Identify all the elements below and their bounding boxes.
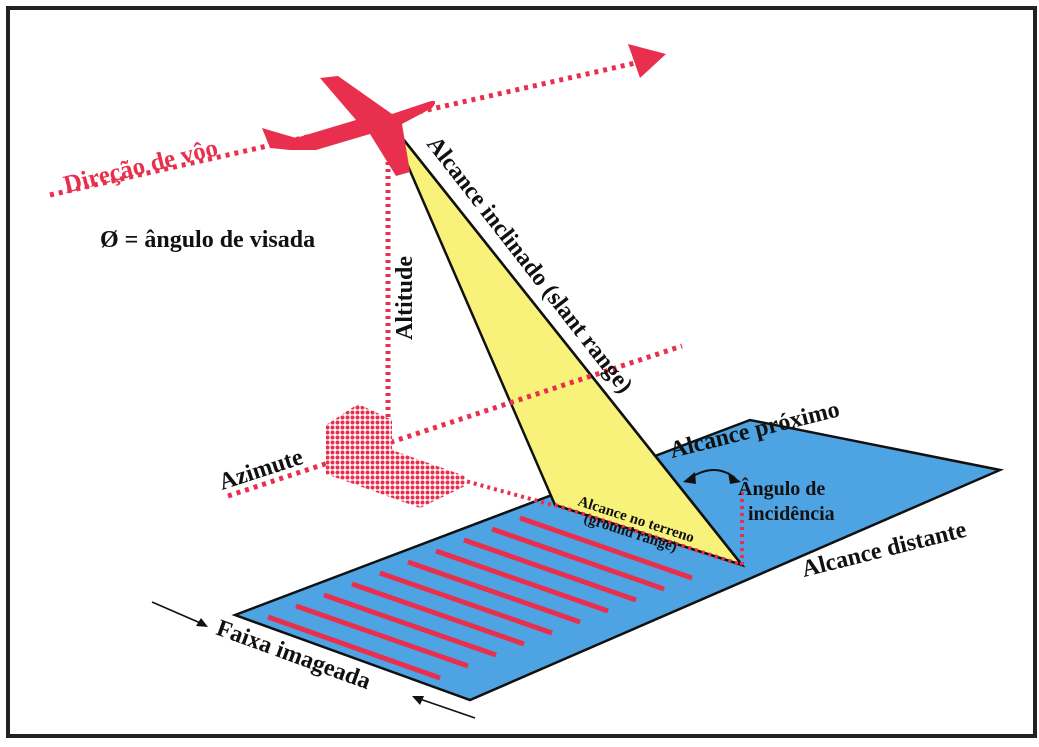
swath-arrowhead-right-icon xyxy=(196,618,208,627)
altitude-label: Altitude xyxy=(392,256,418,340)
right-angle-face xyxy=(358,404,392,450)
azimuth-line xyxy=(227,343,683,499)
ground-range-line xyxy=(554,503,743,567)
incidence-angle-label-line2: incidência xyxy=(748,503,835,525)
swath-width-arrows xyxy=(151,601,476,719)
range-lines xyxy=(267,515,693,681)
slant-range-line xyxy=(387,119,743,566)
arrowhead-left-icon xyxy=(683,472,696,484)
flight-direction-arrowhead xyxy=(628,44,666,78)
arrowhead-right-icon xyxy=(728,472,741,484)
incidence-angle-label-line1: Ângulo de xyxy=(738,476,825,500)
look-angle-label: Ø = ângulo de visada xyxy=(100,227,315,253)
nadir-to-near-range-line xyxy=(439,472,557,508)
airplane-icon xyxy=(262,76,436,176)
flight-direction-line xyxy=(49,59,641,198)
swath-arrowhead-left-icon xyxy=(412,696,424,705)
